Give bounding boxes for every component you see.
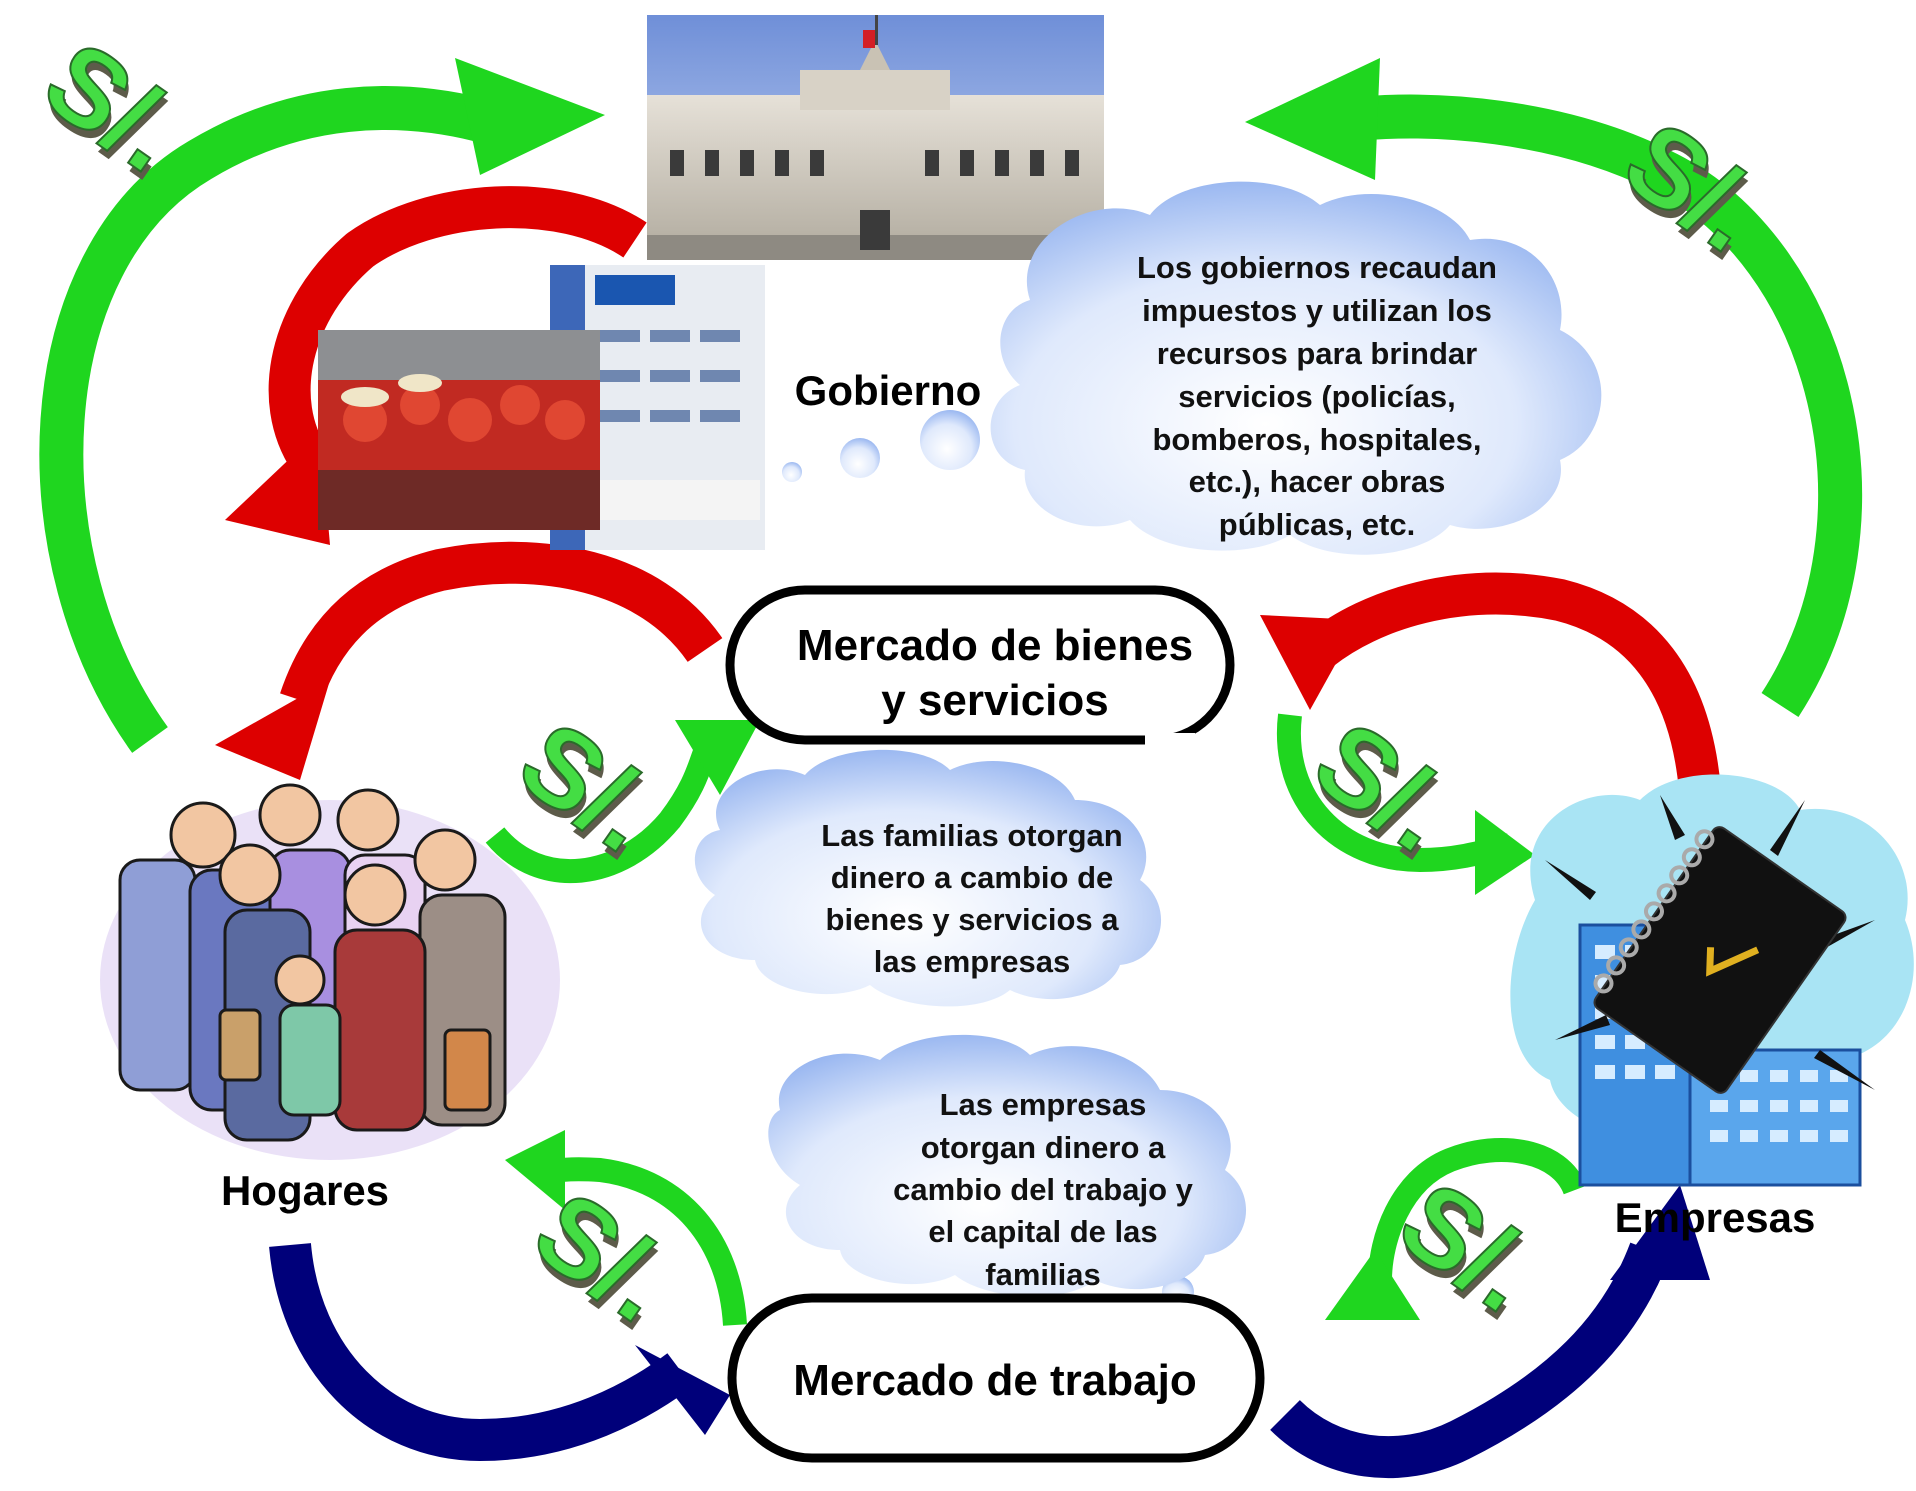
money-flow-hogares-to-mercado-bienes-arrow <box>485 720 760 884</box>
cloud-familias-text: Las familias otorgan dinero a cambio de … <box>821 818 1122 979</box>
labor-flow-mercado-to-empresas-arrow <box>1270 1185 1710 1479</box>
notebook-icon <box>1593 826 1847 1094</box>
cloud-gobierno-line: impuestos y utilizan los <box>1142 293 1492 328</box>
mercado-bienes-label-line2: y servicios <box>881 676 1109 725</box>
cloud-gobierno-line: recursos para brindar <box>1157 336 1477 371</box>
services-flow-gobierno-to-hogares-arrow <box>225 186 647 545</box>
labor-flow-hogares-to-mercado-arrow <box>269 1242 730 1462</box>
firefighters-photo <box>318 330 600 530</box>
cloud-empresas-line: cambio del trabajo y <box>893 1172 1194 1207</box>
money-flow-hogares-to-gobierno-arrow <box>39 58 605 753</box>
cloud-empresas-line: Las empresas <box>940 1087 1147 1122</box>
cloud-gobierno-line: bomberos, hospitales, <box>1152 422 1481 457</box>
cloud-empresas-text: Las empresas otorgan dinero a cambio del… <box>893 1087 1194 1292</box>
empresas-label: Empresas <box>1615 1194 1816 1241</box>
cloud-familias-line: dinero a cambio de <box>831 860 1114 895</box>
gobierno-label: Gobierno <box>795 367 982 414</box>
mercado-trabajo-box <box>727 1293 1265 1463</box>
mercado-bienes-label-line1: Mercado de bienes <box>797 621 1193 670</box>
cloud-gobierno-line: públicas, etc. <box>1219 507 1415 542</box>
cloud-familias-line: bienes y servicios a <box>826 902 1120 937</box>
mercado-trabajo-label: Mercado de trabajo <box>793 1356 1196 1405</box>
goods-flow-mercado-to-hogares-arrow <box>215 541 723 780</box>
cloud-gobierno-line: servicios (policías, <box>1178 379 1455 414</box>
cloud-familias-line: las empresas <box>874 944 1070 979</box>
money-flow-mercado-trabajo-to-hogares-arrow <box>505 1130 747 1326</box>
cloud-gobierno-line: etc.), hacer obras <box>1189 464 1446 499</box>
government-palace-photo <box>647 15 1104 260</box>
money-flow-mercado-bienes-to-empresas-arrow <box>1276 713 1535 895</box>
money-flow-empresas-to-mercado-trabajo-arrow <box>1325 1138 1587 1320</box>
cloud-gobierno-line: Los gobiernos recaudan <box>1137 250 1497 285</box>
money-flow-empresas-to-gobierno-arrow <box>1245 58 1862 717</box>
cloud-empresas-line: familias <box>985 1257 1100 1292</box>
cloud-gobierno <box>990 181 1602 555</box>
cloud-gobierno-text: Los gobiernos recaudan impuestos y utili… <box>1137 250 1497 542</box>
family-group-clipart <box>100 783 560 1160</box>
cloud-empresas-line: otorgan dinero a <box>921 1130 1166 1165</box>
cloud-empresas <box>768 1034 1247 1297</box>
cloud-empresas-line: el capital de las <box>928 1214 1157 1249</box>
cloud-familias-line: Las familias otorgan <box>821 818 1122 853</box>
goods-flow-empresas-to-mercado-arrow <box>1260 572 1721 793</box>
hogares-label: Hogares <box>221 1167 389 1214</box>
mercado-bienes-box <box>725 585 1235 747</box>
cloud-familias <box>694 749 1162 1007</box>
